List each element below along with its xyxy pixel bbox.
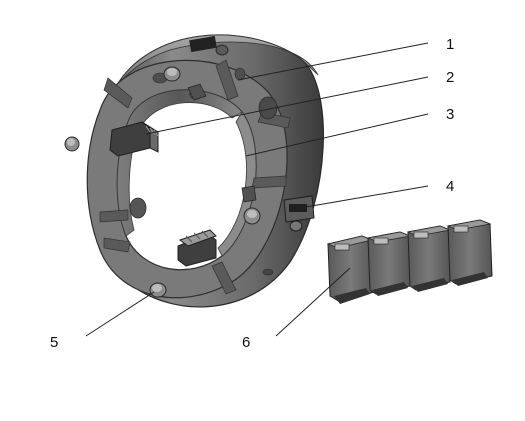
leader-line-3	[245, 113, 429, 157]
segment-cartridge	[326, 235, 375, 304]
top-window-slot	[189, 35, 229, 56]
callout-1: 1	[446, 36, 455, 53]
callout-2: 2	[446, 69, 455, 86]
leader-line-4	[299, 185, 429, 209]
bolt-icon	[243, 207, 261, 225]
leader-line-2	[145, 76, 429, 135]
segment-cartridge	[406, 225, 452, 292]
leader-line-5	[85, 291, 155, 337]
callout-3: 3	[446, 106, 455, 123]
bolt-icon	[163, 66, 181, 82]
segment-cartridge	[446, 219, 493, 286]
segment-cartridge	[366, 231, 412, 296]
leader-lines	[85, 42, 429, 337]
clamping-ring	[86, 34, 324, 308]
segment-set	[326, 219, 493, 304]
callout-5: 5	[50, 334, 59, 351]
bolt-icon	[149, 282, 167, 298]
window-insert	[283, 195, 315, 232]
callout-4: 4	[446, 178, 455, 195]
leader-line-6	[275, 267, 351, 337]
bolt-icon	[64, 136, 80, 152]
callout-6: 6	[242, 334, 251, 351]
clamping-jaw-lower	[177, 229, 217, 267]
leader-line-1	[237, 42, 429, 81]
